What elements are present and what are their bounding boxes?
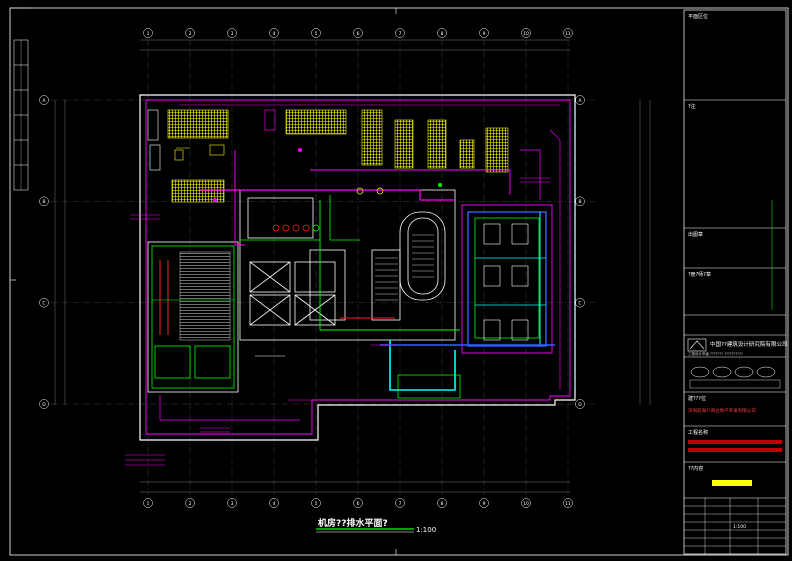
tb-scale-value: 1:100 <box>733 524 746 530</box>
grid-bubble <box>437 498 447 508</box>
grid-bubble-label: 8 <box>441 501 444 507</box>
grid-bubble <box>143 28 153 38</box>
project-name-redacted-bar-2 <box>688 448 782 452</box>
grid-bubble <box>269 498 279 508</box>
grid-bubble <box>563 498 573 508</box>
grid-bubble <box>227 498 237 508</box>
grid-bubble-label: 5 <box>315 501 318 507</box>
grid-bubble-label: 9 <box>483 31 486 37</box>
grid-bubble <box>521 28 531 38</box>
tb-project-name-label: 工程名称 <box>688 429 708 436</box>
grid-bubble <box>39 196 49 207</box>
grid-bubble <box>479 28 489 38</box>
grid-bubble <box>185 28 195 38</box>
grid-bubble-label: 11 <box>565 501 571 507</box>
building-outline <box>139 94 576 441</box>
grid-bubble-label: 3 <box>231 501 234 507</box>
grid-bubble-label: D <box>578 402 582 408</box>
stair-treads <box>375 234 434 301</box>
grid-bubble <box>395 28 405 38</box>
grid-bubble-label: 6 <box>357 31 360 37</box>
grid-bubble <box>39 95 49 105</box>
project-name-redacted-bar <box>688 440 782 444</box>
drawing-title: 机房??排水平面? <box>318 517 388 529</box>
tb-drawing-title-label: ??内容 <box>688 465 703 472</box>
grid-bubble-label: 9 <box>483 501 486 507</box>
grid-bubble <box>227 28 237 38</box>
grid-bubble <box>353 28 363 38</box>
grid-bubble-label: 10 <box>523 31 529 37</box>
grid-bubble-label: A <box>42 98 46 104</box>
grid-bubble <box>311 28 321 38</box>
qualification-badges <box>689 366 781 389</box>
equipment-units <box>147 109 509 203</box>
grid-bubble <box>479 498 489 508</box>
grid-bubble-label: 1 <box>147 501 150 507</box>
grid-bubble-label: 4 <box>273 501 276 507</box>
tb-header-label: 平面区位 <box>688 13 708 20</box>
grid-bubble <box>353 498 363 508</box>
tb-stamp-label: 出图章 <box>688 231 703 238</box>
tank-room <box>461 204 553 354</box>
grid-bubble-label: 3 <box>231 31 234 37</box>
grid-bubble-label: 10 <box>523 501 529 507</box>
grid-bubble-label: 1 <box>147 31 150 37</box>
grid-bubble-label: 2 <box>189 501 192 507</box>
grid-bubble-label: A <box>578 98 582 104</box>
grid-bubble-label: B <box>578 199 581 205</box>
grid-bubble <box>269 28 279 38</box>
grid-bubble <box>311 498 321 508</box>
drawing-scale: 1:100 <box>416 526 436 534</box>
grid-bubble-label: 6 <box>357 501 360 507</box>
title-block-panel: 平面区位 ?注 出图章 ?册?师?章 中国??建筑设计研究院有限公司 工程设计甲… <box>683 9 787 555</box>
company-logo <box>687 338 707 352</box>
piping-network <box>159 104 561 421</box>
grid-bubble-label: 8 <box>441 31 444 37</box>
grid-bubble-label: 11 <box>565 31 571 37</box>
grid-bubble-label: 5 <box>315 31 318 37</box>
tb-note-label: ?注 <box>688 103 696 110</box>
drawing-title-block: 机房??排水平面? 1:100 <box>316 517 436 534</box>
binding-strip <box>13 39 29 191</box>
axis-grid-lines <box>40 40 595 495</box>
grid-bubble <box>39 399 49 409</box>
grid-bubble <box>395 498 405 508</box>
tb-company-name: 中国??建筑设计研究院有限公司 <box>710 340 787 348</box>
tb-reg-label: ?册?师?章 <box>688 271 711 278</box>
grid-bubble <box>563 28 573 38</box>
building-core <box>239 189 456 341</box>
grid-bubble <box>143 498 153 508</box>
dimension-lines <box>54 39 651 493</box>
grid-bubble-label: 7 <box>399 501 402 507</box>
grid-bubble-label: C <box>578 300 581 306</box>
annotation-callouts <box>125 147 550 466</box>
pipe-tag-markers <box>213 148 442 232</box>
grid-bubble <box>521 498 531 508</box>
grid-bubble-label: 4 <box>273 31 276 37</box>
tb-company-sub: 工程设计甲级 ??????? ?????????? <box>688 351 743 356</box>
tb-project-value: 深圳前海??商业地产开发有限公司 <box>688 407 756 414</box>
tb-project-label: 建???位 <box>688 395 706 402</box>
grid-bubble-label: 7 <box>399 31 402 37</box>
grid-bubble-label: D <box>42 402 46 408</box>
drawing-title-highlight <box>712 480 752 486</box>
grid-bubble <box>39 297 49 308</box>
grid-bubble <box>575 399 585 409</box>
grid-bubble-label: 2 <box>189 31 192 37</box>
grid-bubble-label: C <box>42 300 45 306</box>
grid-bubble <box>437 28 447 38</box>
pump-room <box>147 241 239 393</box>
sheet-border <box>9 7 789 556</box>
grid-bubble-label: B <box>42 199 45 205</box>
grid-bubble <box>185 498 195 508</box>
